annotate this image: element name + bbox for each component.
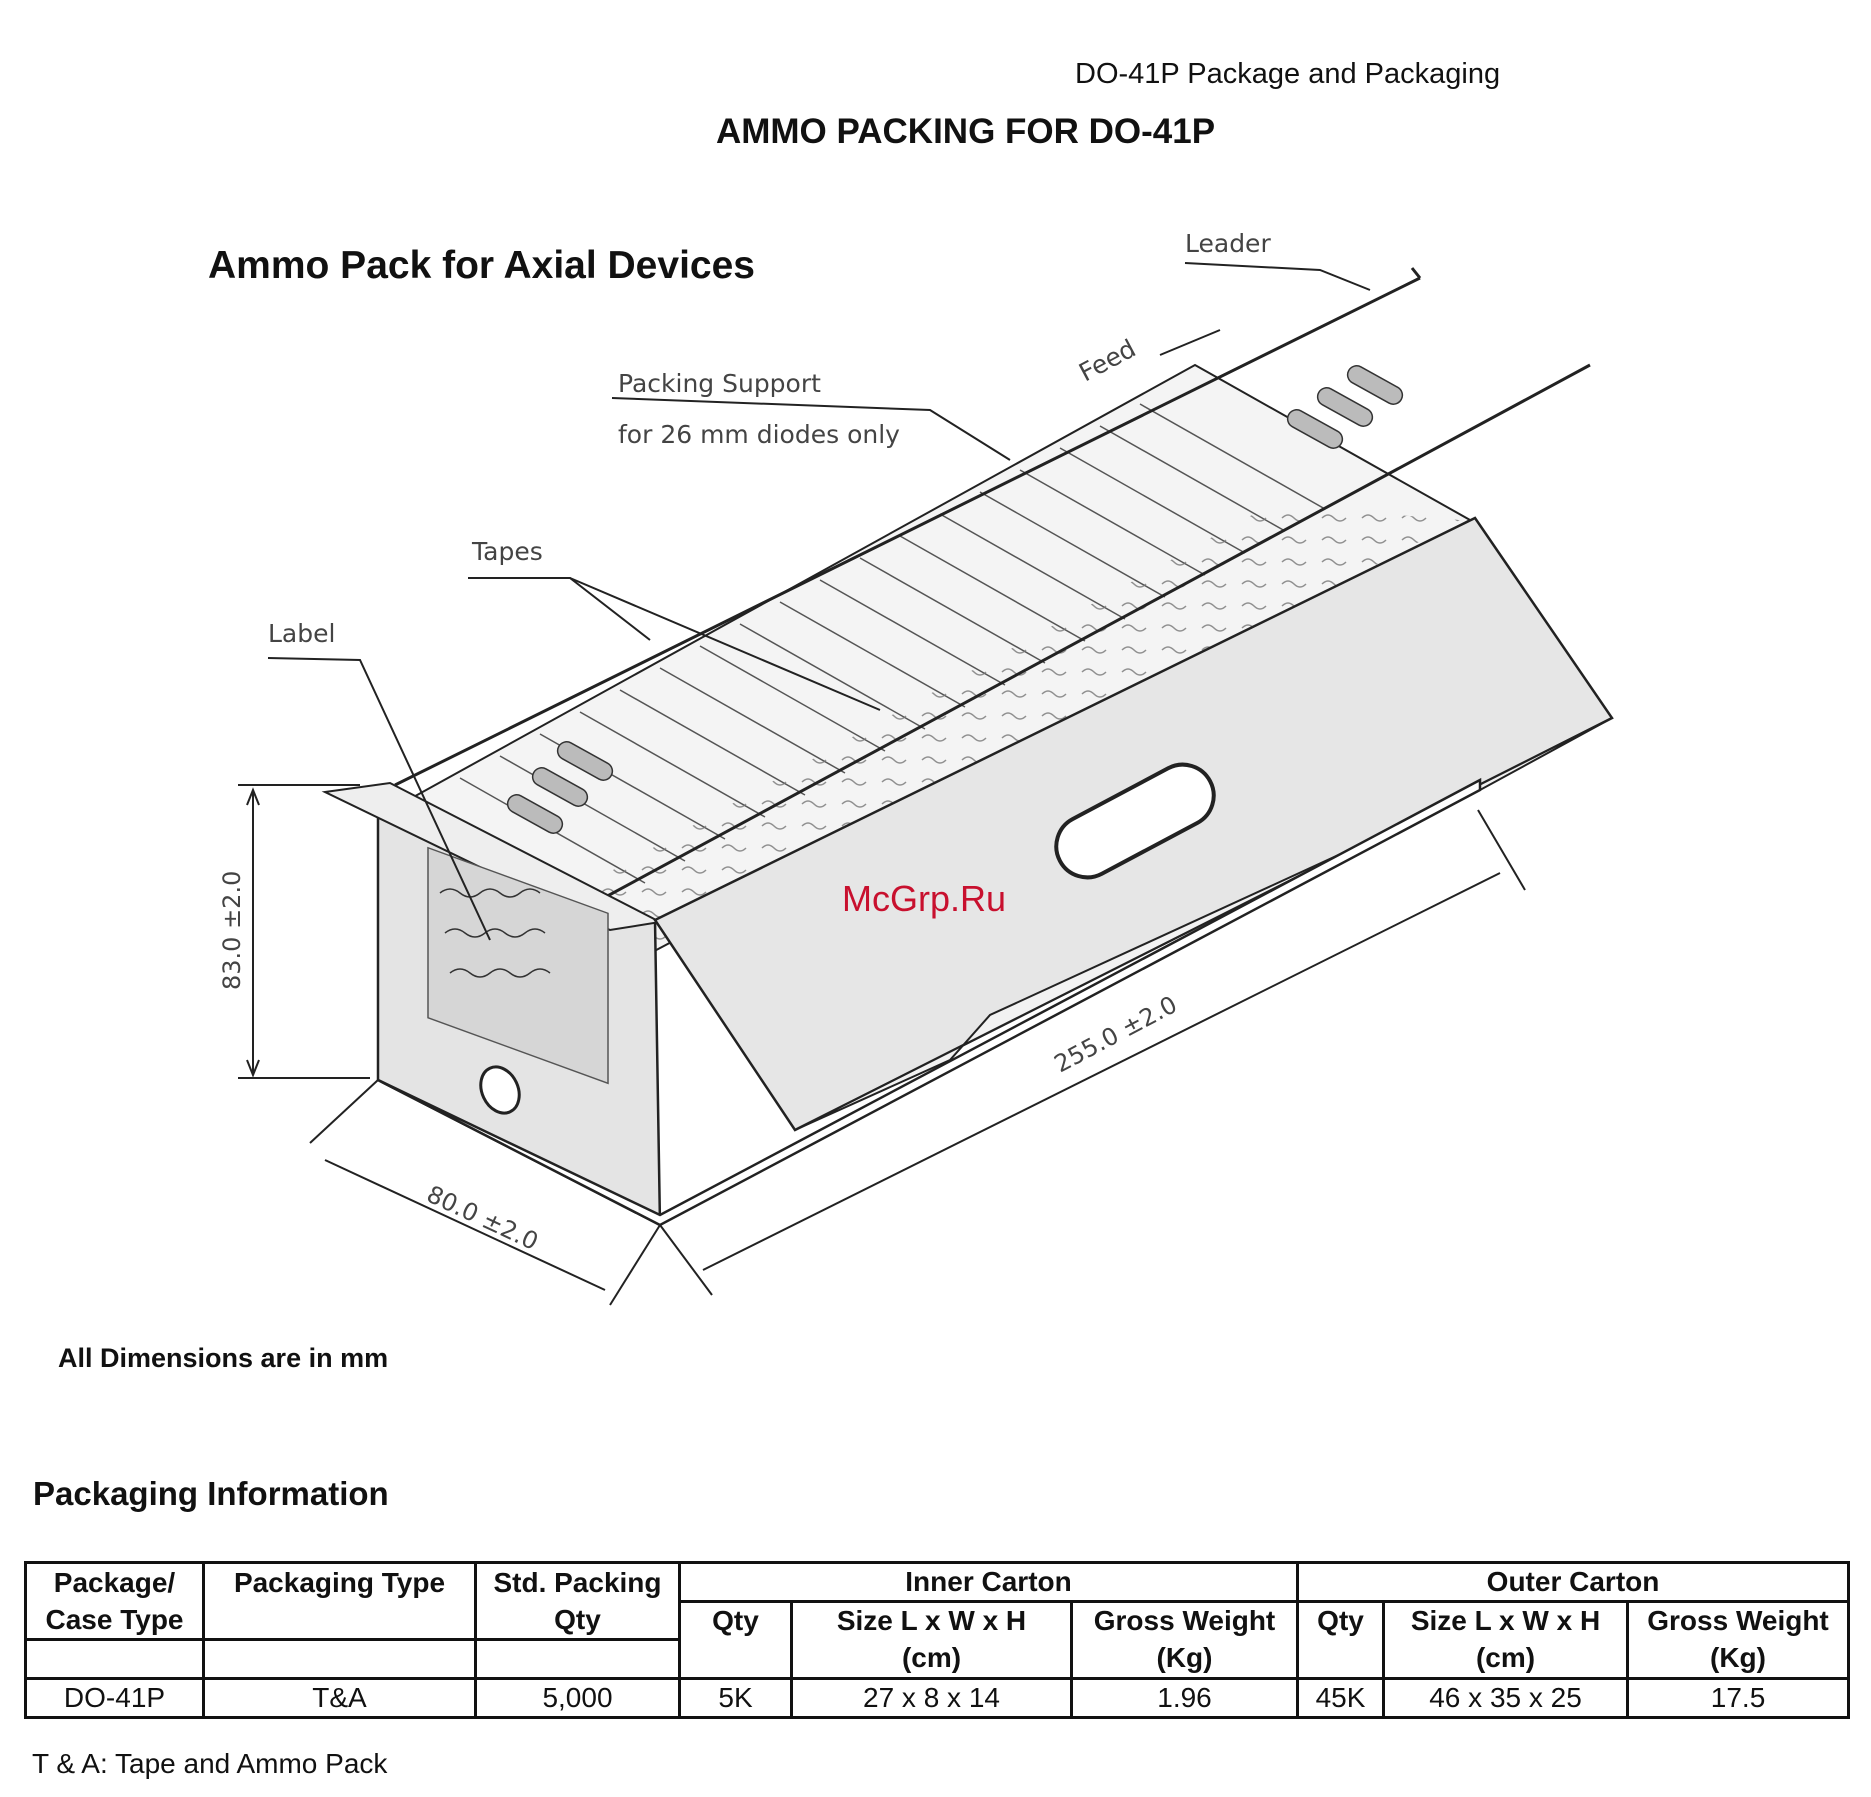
label-packing-support-1: Packing Support [618,369,821,398]
leader-callout [1184,262,1371,291]
watermark: McGrp.Ru [842,878,1007,919]
dimensions-note: All Dimensions are in mm [58,1343,389,1373]
diode-bodies-front [506,741,614,834]
table-header-row-1: Package/ Packaging Type Std. Packing Inn… [24,1561,1851,1603]
drawing-title: Ammo Pack for Axial Devices [208,244,755,287]
tape-left [394,276,1421,787]
dimension-height [238,784,370,1079]
diode-bodies-back [1286,365,1404,449]
table-header-row-2: Case Type Qty Qty Size L x W x H Gross W… [24,1600,1851,1641]
packaging-table: Package/ Packaging Type Std. Packing Inn… [24,1561,1851,1719]
header-inner-qty: Qty [678,1600,793,1639]
cell-outer-weight: 17.5 [1626,1676,1851,1719]
label-packing-support-2: for 26 mm diodes only [618,420,900,449]
tape-right [599,363,1591,902]
label-callout [267,657,491,941]
header-outer-carton: Outer Carton [1296,1561,1851,1603]
dim-height-text: 83.0 ±2.0 [218,871,246,990]
header-inner-size: Size L x W x H [790,1600,1073,1639]
table-row: DO-41P T&A 5,000 5K 27 x 8 x 14 1.96 45K… [24,1676,1851,1719]
header-inner-weight: Gross Weight [1069,1600,1300,1639]
header-qty: Qty [474,1601,681,1641]
end-hole [479,1065,521,1115]
cell-inner-size: 27 x 8 x 14 [790,1676,1073,1719]
header-outer-qty: Qty [1296,1600,1386,1639]
label-label: Label [268,619,335,648]
cell-packaging-type: T&A [202,1676,477,1719]
label-feed: Feed [1074,334,1140,388]
header-inner-size-unit: (cm) [790,1639,1073,1680]
header-row3-cell [24,1637,205,1680]
dimension-length [659,809,1526,1296]
handle-slot [1054,762,1216,880]
header-outer-weight-unit: (Kg) [1626,1639,1851,1680]
tapes-callout [468,577,651,641]
header-outer-size: Size L x W x H [1382,1600,1630,1639]
header-case-type: Case Type [24,1601,205,1641]
header-row3-cell [1296,1639,1386,1680]
header-inner-carton: Inner Carton [677,1561,1300,1603]
cell-package: DO-41P [24,1676,205,1719]
header-package: Package/ [24,1561,205,1602]
header-outer-size-unit: (cm) [1382,1639,1630,1680]
label-leader: Leader [1185,229,1271,258]
table-header-row-3: (cm) (Kg) (cm) (Kg) [24,1637,1851,1680]
header-blank-1 [202,1601,477,1641]
cell-outer-size: 46 x 35 x 25 [1382,1676,1630,1719]
cell-std-packing-qty: 5,000 [474,1676,681,1719]
label-squiggles [439,888,551,978]
header-row3-cell [678,1639,793,1680]
document-header: DO-41P Package and Packaging [1075,58,1501,90]
header-std-packing: Std. Packing [474,1561,681,1602]
header-row3-cell [202,1637,477,1680]
dimension-width [309,1079,661,1306]
cell-inner-weight: 1.96 [1069,1676,1300,1719]
dim-width-text: 80.0 ±2.0 [422,1180,542,1256]
feed-arrow [1159,329,1221,356]
pack-label [427,846,609,1085]
packing-support-callout [611,397,1011,461]
cell-outer-qty: 45K [1296,1676,1386,1719]
header-inner-weight-unit: (Kg) [1069,1639,1300,1680]
cell-inner-qty: 5K [678,1676,793,1719]
footnote: T & A: Tape and Ammo Pack [32,1748,388,1779]
packaging-info-title: Packaging Information [33,1475,389,1512]
ammo-pack-drawing: 83.0 ±2.0 80.0 ±2.0 255.0 ±2.0 Leader Fe… [218,229,1614,1306]
document-title: AMMO PACKING FOR DO-41P [715,112,1216,151]
box-base [377,777,1482,1227]
header-outer-weight: Gross Weight [1626,1600,1851,1639]
header-row3-cell [474,1637,681,1680]
header-packaging-type: Packaging Type [202,1561,477,1602]
label-tapes: Tapes [471,537,543,566]
